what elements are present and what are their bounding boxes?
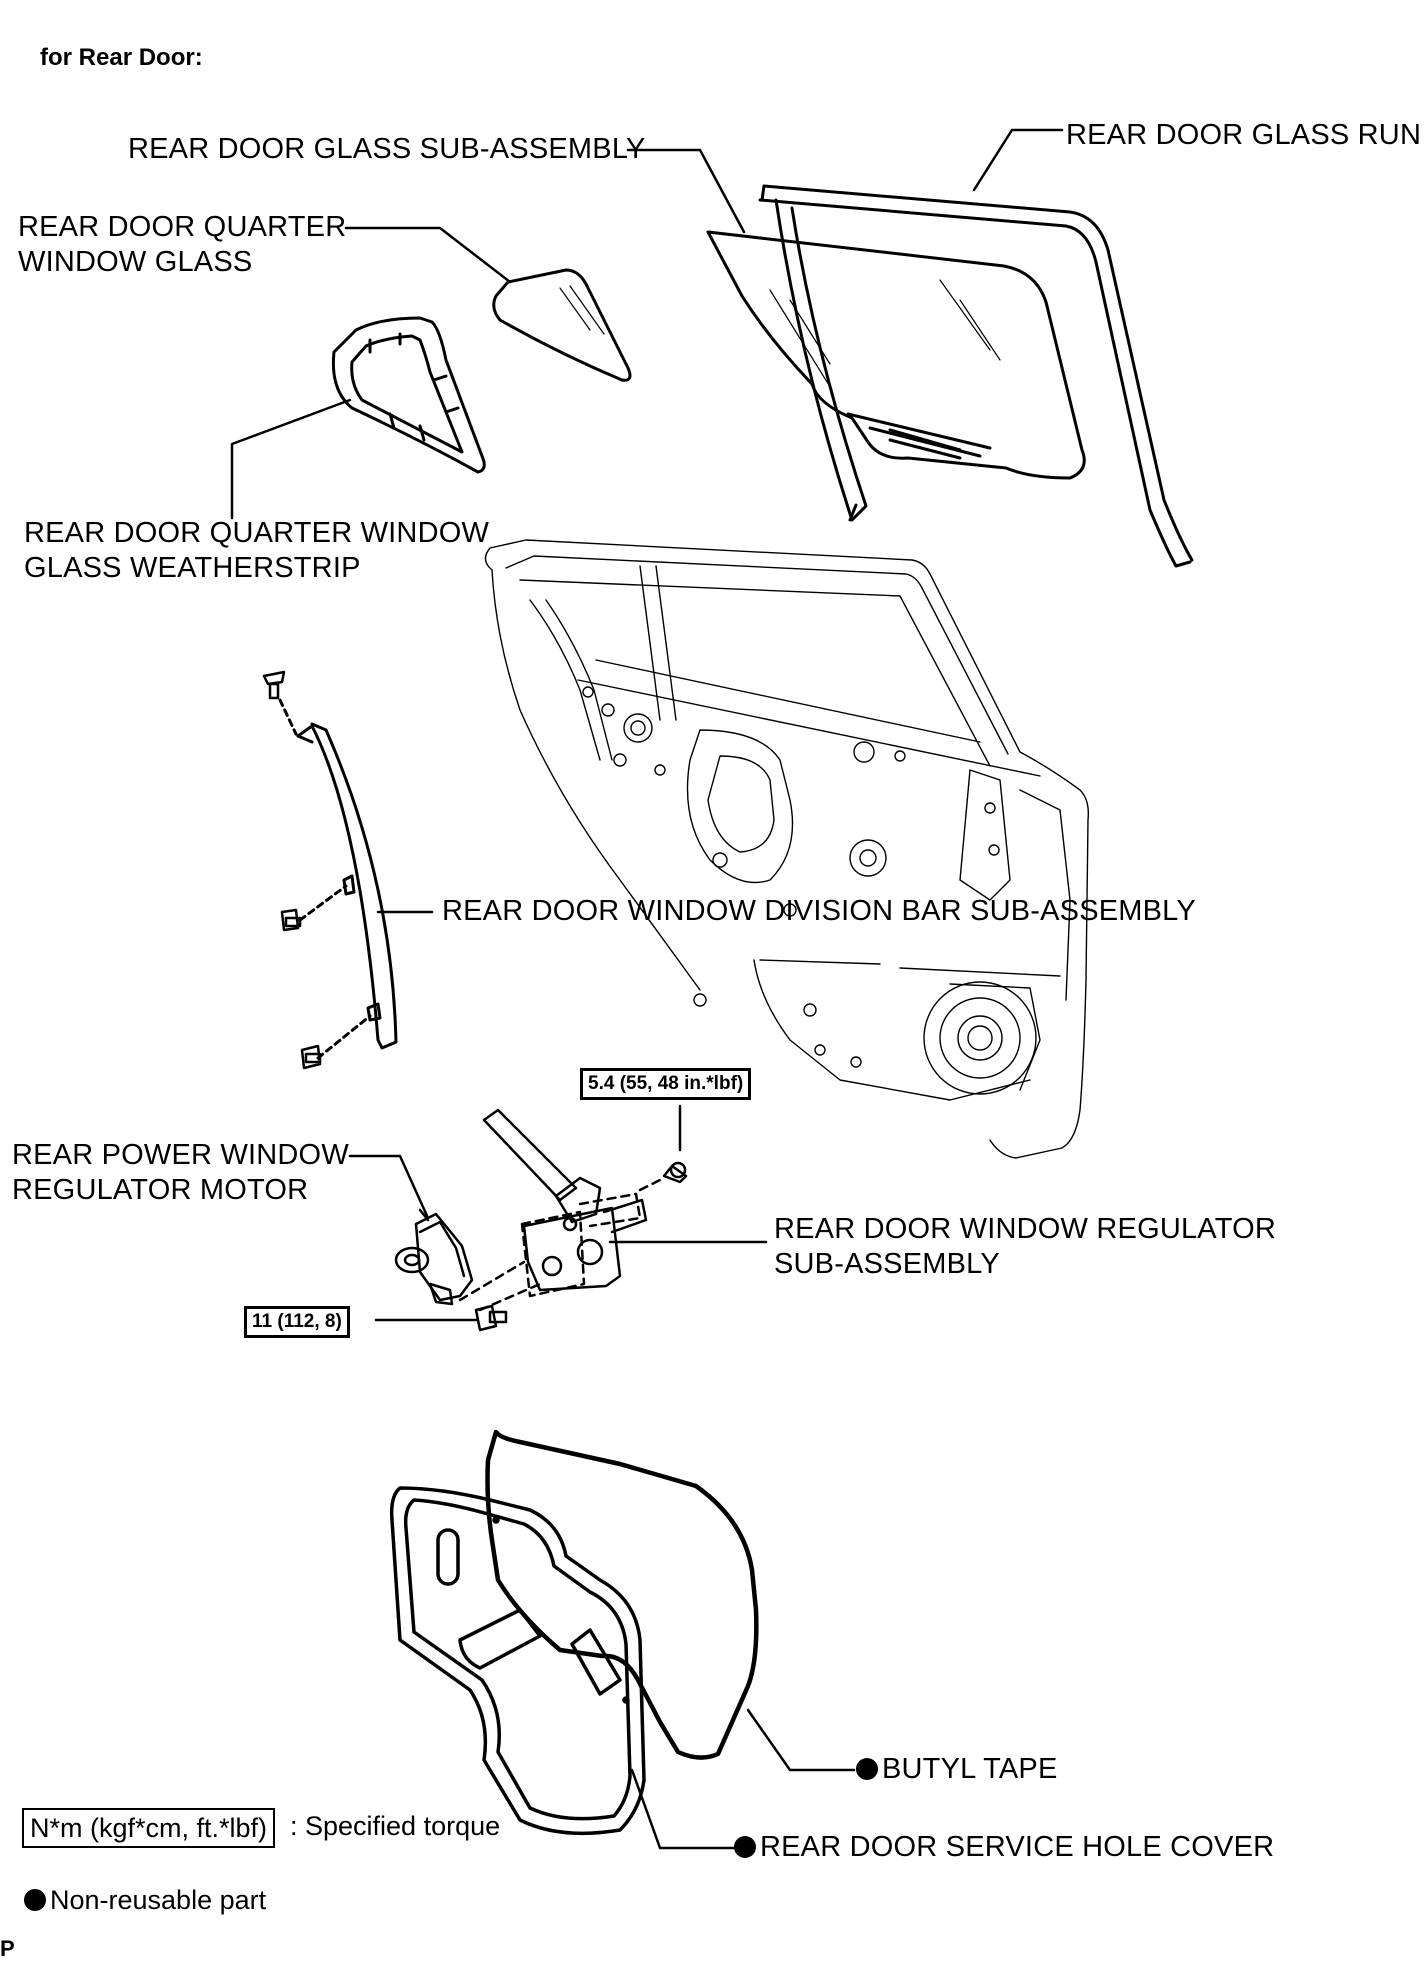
label-quarter-weatherstrip-line1: REAR DOOR QUARTER WINDOW [24,517,490,549]
legend-torque-text: : Specified torque [290,1811,501,1841]
legend-non-reusable-text: Non-reusable part [50,1885,267,1915]
label-quarter-weatherstrip-line2: GLASS WEATHERSTRIP [24,552,361,584]
label-quarter-glass: REAR DOOR QUARTER WINDOW GLASS [18,210,346,280]
label-service-hole-cover: REAR DOOR SERVICE HOLE COVER [734,1830,1274,1865]
quarter-glass-part [492,268,632,382]
rear-door-panel [484,539,1090,1159]
non-reusable-dot-icon [856,1758,878,1780]
torque-regulator-bolt: 5.4 (55, 48 in.*lbf) [580,1068,752,1100]
door-glass-part [706,230,1086,480]
footer-code: P [0,1936,15,1961]
non-reusable-dot-icon [24,1889,46,1911]
label-regulator-motor: REAR POWER WINDOW REGULATOR MOTOR [12,1138,349,1208]
regulator-part [458,1108,666,1312]
label-regulator-motor-line1: REAR POWER WINDOW [12,1139,349,1171]
leader-motor [348,1154,430,1220]
division-bar-part [278,698,398,1060]
regulator-motor-part [394,1208,474,1306]
label-regulator-line2: SUB-ASSEMBLY [774,1248,1000,1280]
label-glass-run: REAR DOOR GLASS RUN [1066,119,1422,151]
leader-glass-sub-assembly [626,148,746,234]
diagram-heading: for Rear Door: [40,44,203,71]
legend-non-reusable: Non-reusable part [24,1884,266,1916]
service-hole-cover-part [389,1486,646,1836]
label-butyl-tape: BUTYL TAPE [856,1752,1058,1787]
division-bar-screws [262,670,322,1070]
legend-torque-box: N*m (kgf*cm, ft.*lbf) [22,1808,276,1848]
label-service-hole-cover-text: REAR DOOR SERVICE HOLE COVER [760,1831,1275,1863]
leader-service-hole-cover [630,1768,738,1850]
label-quarter-glass-line2: WINDOW GLASS [18,246,253,278]
torque-lower-bolt: 11 (112, 8) [244,1306,350,1338]
leader-glass-run [972,128,1064,192]
label-regulator-line1: REAR DOOR WINDOW REGULATOR [774,1213,1276,1245]
label-glass-sub-assembly: REAR DOOR GLASS SUB-ASSEMBLY [128,133,646,165]
label-regulator: REAR DOOR WINDOW REGULATOR SUB-ASSEMBLY [774,1212,1276,1282]
label-quarter-weatherstrip: REAR DOOR QUARTER WINDOW GLASS WEATHERST… [24,516,489,586]
regulator-bolt [662,1161,688,1184]
label-butyl-tape-text: BUTYL TAPE [882,1753,1058,1785]
leader-quarter-glass [344,226,512,284]
leader-quarter-weatherstrip [230,398,352,520]
label-regulator-motor-line2: REGULATOR MOTOR [12,1174,309,1206]
non-reusable-dot-icon [734,1836,756,1858]
leader-butyl-tape [746,1708,856,1772]
glass-run-part [758,184,1194,568]
lower-bolt [474,1304,508,1332]
label-division-bar: REAR DOOR WINDOW DIVISION BAR SUB-ASSEMB… [442,895,1196,927]
label-quarter-glass-line1: REAR DOOR QUARTER [18,211,347,243]
butyl-tape-part [485,1429,759,1760]
quarter-weatherstrip-part [331,316,486,474]
